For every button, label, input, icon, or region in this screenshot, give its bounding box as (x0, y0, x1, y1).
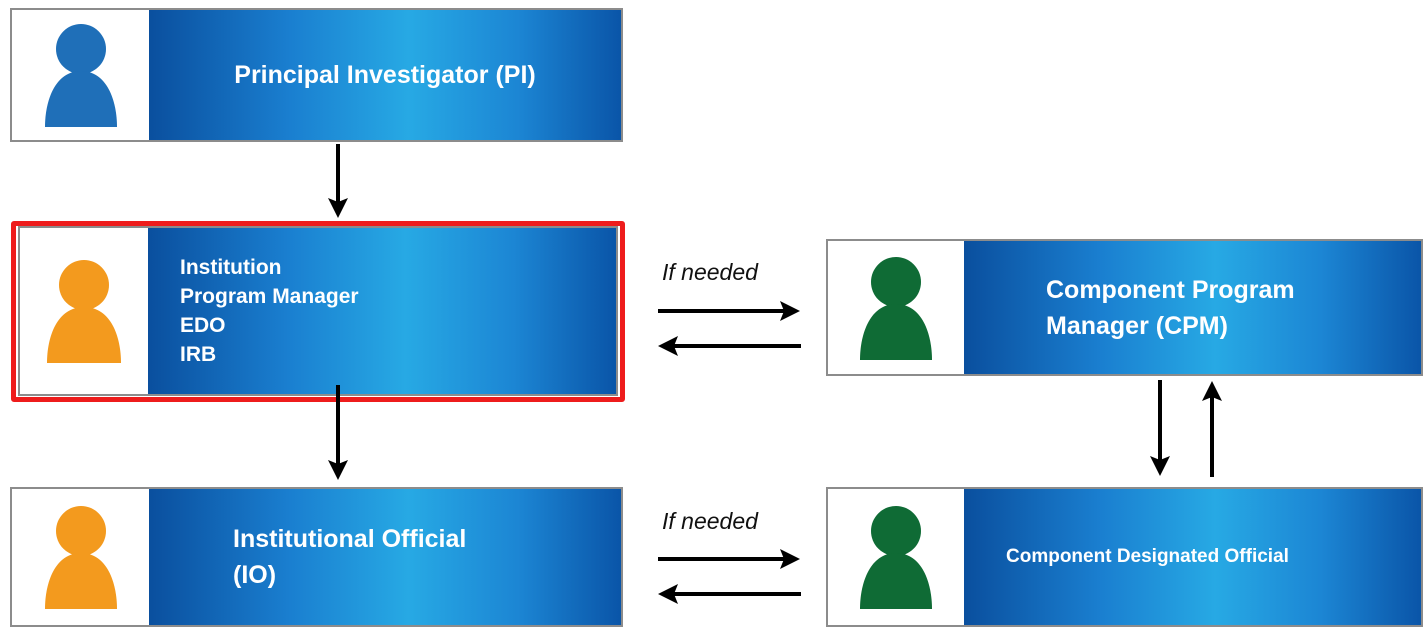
cdo-icon-cell (828, 489, 964, 625)
cpm-box: Component Program Manager (CPM) (826, 239, 1423, 376)
institution-icon-cell (20, 228, 148, 394)
cdo-label: Component Designated Official (964, 489, 1421, 625)
edo-line: EDO (180, 314, 226, 337)
person-icon (856, 252, 936, 364)
cpm-line-2: Manager (CPM) (1046, 311, 1228, 340)
pi-icon-cell (12, 10, 149, 140)
cpm-line-1: Component Program (1046, 275, 1295, 304)
pi-title: Principal Investigator (PI) (234, 60, 536, 89)
io-label: Institutional Official (IO) (149, 489, 621, 625)
person-icon (43, 255, 125, 367)
institution-box: Institution Program Manager EDO IRB (18, 226, 618, 396)
io-line-1: Institutional Official (233, 525, 467, 553)
pi-label: Principal Investigator (PI) (149, 10, 621, 140)
institution-label: Institution Program Manager EDO IRB (148, 228, 616, 394)
io-line-2: (IO) (233, 561, 277, 589)
cpm-label: Component Program Manager (CPM) (964, 241, 1421, 374)
io-icon-cell (12, 489, 149, 625)
pi-box: Principal Investigator (PI) (10, 8, 623, 142)
person-icon (41, 501, 121, 613)
irb-line: IRB (180, 343, 217, 366)
io-box: Institutional Official (IO) (10, 487, 623, 627)
person-icon (856, 501, 936, 613)
person-icon (41, 19, 121, 131)
cdo-title: Component Designated Official (1006, 546, 1289, 567)
cpm-icon-cell (828, 241, 964, 374)
program-manager-line: Program Manager (180, 285, 359, 308)
institution-line: Institution (180, 256, 282, 279)
if-needed-label-bottom: If needed (662, 508, 758, 534)
cdo-box: Component Designated Official (826, 487, 1423, 627)
if-needed-label-top: If needed (662, 259, 758, 285)
